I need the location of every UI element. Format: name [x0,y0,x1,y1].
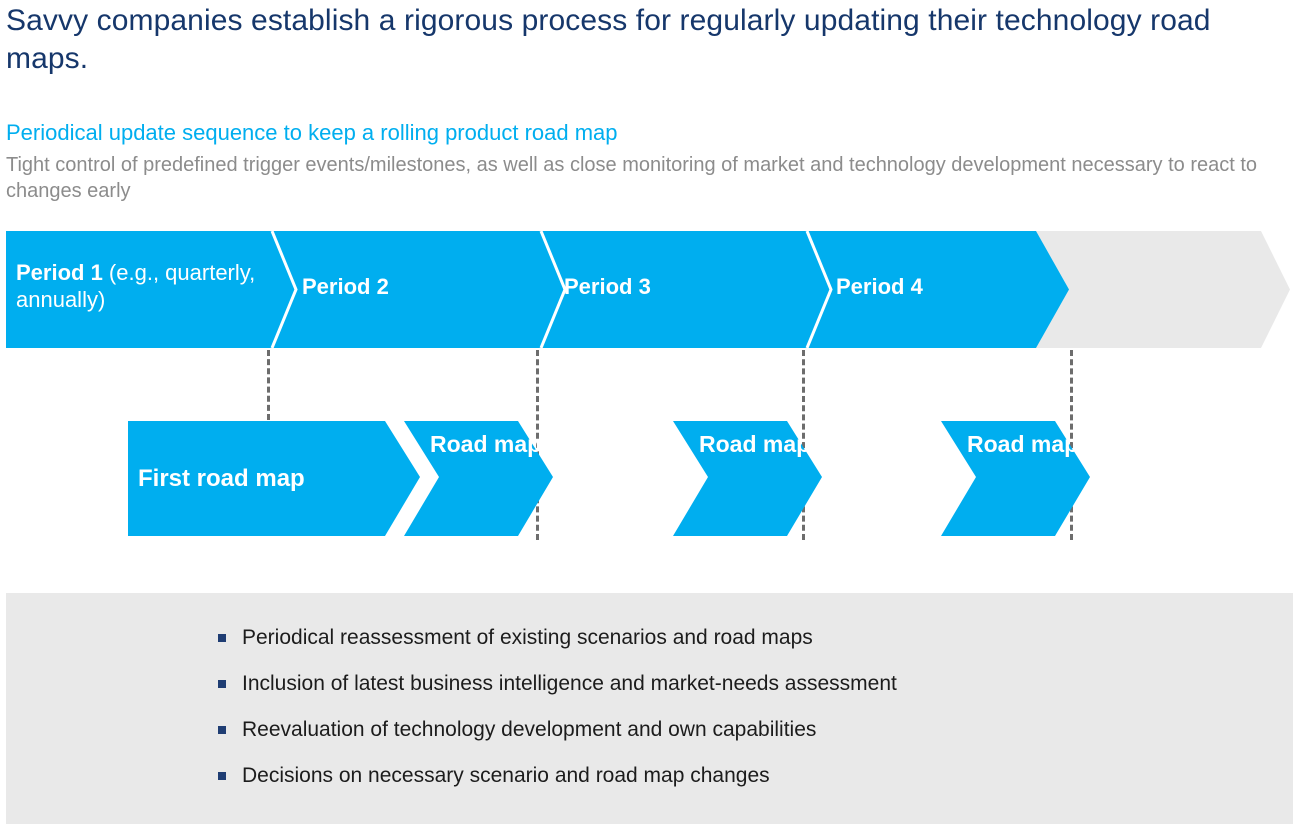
list-item: Reevaluation of technology development a… [212,717,897,743]
bullet-square-icon [218,680,226,688]
period-tick-2 [536,350,539,540]
first-roadmap-label: First road map [138,465,305,492]
bullet-square-icon [218,772,226,780]
period-note-1: (e.g., quarterly, annually) [16,260,256,312]
bullet-square-icon [218,726,226,734]
period-divider-1 [270,231,298,348]
list-item: Periodical reassessment of existing scen… [212,625,897,651]
takeaways-list: Periodical reassessment of existing scen… [212,625,897,809]
list-item-text: Periodical reassessment of existing scen… [242,626,813,649]
period-timeline-banner: Period 1 (e.g., quarterly, annually) Per… [6,231,1293,348]
period-tick-4 [1070,350,1073,540]
roadmap-update-label-2: Road map update [699,431,892,457]
period-label-1: Period 1 (e.g., quarterly, annually) [16,259,266,313]
list-item: Inclusion of latest business intelligenc… [212,671,897,697]
period-divider-3 [805,231,833,348]
period-tick-3 [802,350,805,540]
timeline-continuation-arrow [1006,231,1290,348]
period-banner-shape [6,231,1290,348]
roadmap-chevron-row: First road map Road map update Road map … [0,415,1299,545]
roadmap-update-label-3: Road map update [967,431,1160,457]
section-description: Tight control of predefined trigger even… [6,154,1258,202]
takeaways-panel: Periodical reassessment of existing scen… [6,593,1293,824]
section-kicker: Periodical update sequence to keep a rol… [6,120,618,145]
period-label-3: Period 3 [564,274,651,299]
period-divider-2 [539,231,567,348]
list-item-text: Inclusion of latest business intelligenc… [242,672,897,695]
list-item: Decisions on necessary scenario and road… [212,763,897,789]
roadmap-update-shape-2 [673,421,822,536]
period-label-4: Period 4 [836,274,923,299]
list-item-text: Reevaluation of technology development a… [242,718,817,741]
roadmap-update-shape-1 [404,421,553,536]
period-tick-1 [267,350,270,420]
roadmap-shapes [128,421,1090,536]
period-name-1: Period 1 [16,260,103,285]
period-label-2: Period 2 [302,274,389,299]
page-title: Savvy companies establish a rigorous pro… [6,4,1211,75]
timeline-blue-band [6,231,1069,348]
bullet-square-icon [218,634,226,642]
first-roadmap-shape [128,421,420,536]
roadmap-update-shape-3 [941,421,1090,536]
list-item-text: Decisions on necessary scenario and road… [242,764,770,787]
roadmap-update-label-1: Road map update [430,431,623,457]
